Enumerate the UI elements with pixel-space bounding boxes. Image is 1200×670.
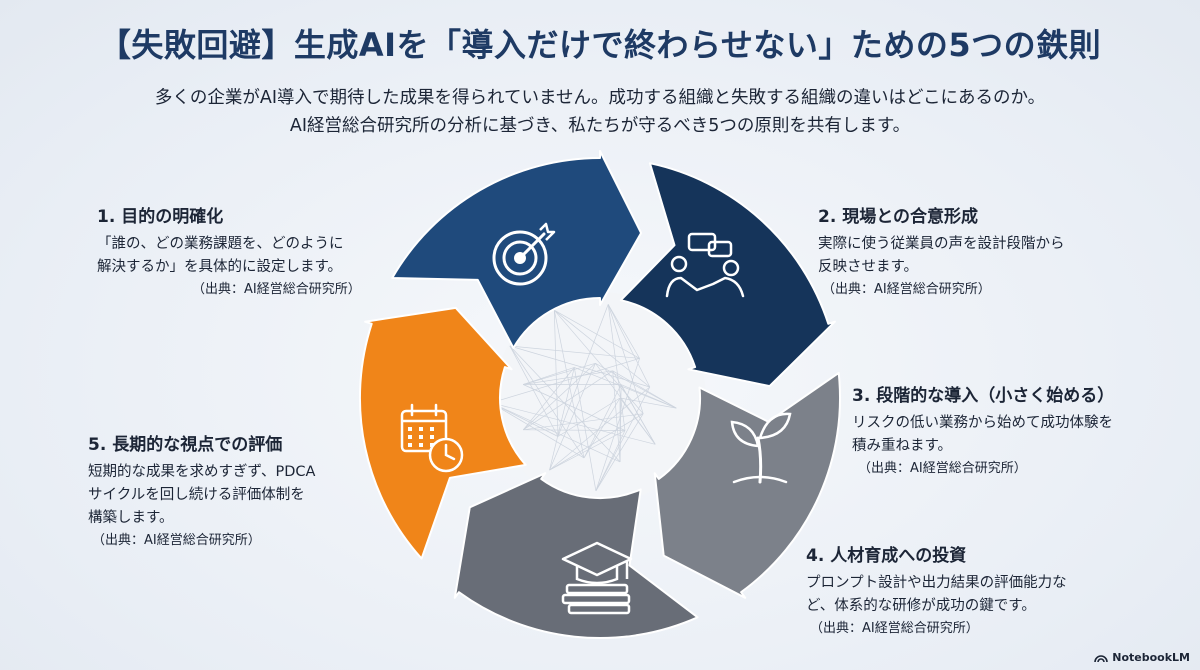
mesh-line: [549, 367, 575, 471]
target-icon: [492, 222, 556, 286]
step-5: 5. 長期的な視点での評価 短期的な成果を求めすぎず、PDCA サイクルを回し続…: [88, 430, 315, 552]
mesh-line: [523, 367, 575, 385]
mesh-line: [523, 413, 644, 431]
subtitle-line: AI経営総合研究所の分析に基づき、私たちが守るべき5つの原則を共有します。: [289, 116, 911, 136]
brand-mark: NotebookLM: [1094, 651, 1190, 664]
mesh-line: [554, 309, 644, 414]
step-text-line: 構築します。: [88, 510, 174, 526]
mesh-line: [573, 367, 597, 491]
step-text-line: 反映させます。: [818, 259, 919, 275]
step-heading: 4. 人材育成への投資: [806, 546, 967, 566]
step-text-line: リスクの低い業務から始めて成功体験を: [852, 415, 1113, 431]
mesh-line: [612, 370, 656, 445]
mesh-line: [491, 402, 656, 445]
mesh-line: [553, 310, 585, 458]
step-heading: 3. 段階的な導入（小さく始める）: [852, 386, 1115, 406]
brand-label: NotebookLM: [1112, 651, 1190, 664]
mesh-line: [574, 367, 677, 409]
mesh-line: [607, 304, 640, 359]
cycle-segment-3: [653, 371, 842, 599]
step-4: 4. 人材育成への投資 プロンプト設計や出力結果の評価能力な ど、体系的な研修が…: [806, 541, 1067, 640]
step-text-line: 短期的な成果を求めすぎず、PDCA: [88, 464, 316, 480]
step-text-line: 解決するか」を具体的に設定します。: [97, 259, 343, 275]
step-text-line: プロンプト設計や出力結果の評価能力な: [806, 575, 1067, 591]
mesh-line: [523, 429, 626, 431]
mesh-line: [490, 358, 640, 404]
mesh-line: [595, 386, 651, 492]
notebooklm-logo-icon: [1094, 654, 1109, 662]
page-title: 【失敗回避】生成AIを「導入だけで終わらせない」ための5つの鉄則: [98, 26, 1102, 64]
mesh-line: [523, 362, 596, 385]
mesh-line: [490, 402, 621, 463]
step-2: 2. 現場との合意形成 実際に使う従業員の声を設計段階から 反映させます。 （出…: [818, 202, 1065, 301]
hub-circle: [494, 292, 706, 504]
mesh-line: [523, 370, 613, 431]
step-heading: 1. 目的の明確化: [97, 207, 224, 227]
step-source: （出典：AI経営総合研究所）: [858, 461, 1027, 476]
mesh-line: [595, 358, 640, 492]
step-text-line: サイクルを回し続ける評価体制を: [88, 487, 305, 503]
mesh-line: [523, 367, 575, 431]
step-source: （出典：AI経営総合研究所）: [810, 621, 979, 636]
step-3: 3. 段階的な導入（小さく始める） リスクの低い業務から始めて成功体験を 積み重…: [852, 381, 1114, 480]
mesh-line: [509, 345, 585, 459]
mesh-line: [509, 345, 559, 437]
step-text-line: 積み重ねます。: [852, 438, 953, 454]
mesh-line: [595, 362, 677, 409]
subtitle-line: 多くの企業がAI導入で期待した成果を得られていません。成功する組織と失敗する組織…: [154, 88, 1046, 108]
mesh-line: [607, 304, 644, 414]
handshake-icon: [665, 232, 745, 298]
sprout-icon: [730, 412, 792, 484]
center-mesh-decoration: [490, 292, 706, 504]
step-text-line: ど、体系的な研修が成功の鍵です。: [806, 598, 1036, 614]
graduation-cap-icon: [561, 541, 633, 615]
mesh-line: [554, 309, 651, 388]
mesh-line: [549, 413, 644, 471]
mesh-line: [509, 345, 621, 463]
cycle-segment-5: [358, 306, 527, 560]
mesh-line: [554, 309, 640, 359]
mesh-line: [523, 363, 596, 431]
mesh-line: [549, 386, 651, 471]
mesh-line: [595, 363, 656, 445]
mesh-line: [549, 430, 626, 471]
page-subtitle: 多くの企業がAI導入で期待した成果を得られていません。成功する組織と失敗する組織…: [0, 84, 1200, 140]
mesh-line: [557, 304, 609, 437]
mesh-line: [490, 402, 559, 437]
cycle-segment-1: [391, 150, 643, 349]
step-source: （出典：AI経営総合研究所）: [822, 282, 991, 297]
mesh-line: [607, 304, 651, 388]
step-source: （出典：AI経営総合研究所）: [92, 533, 261, 548]
step-1: 1. 目的の明確化 「誰の、どの業務課題を、どのように 解決するか」を具体的に設…: [97, 202, 361, 301]
step-heading: 2. 現場との合意形成: [818, 207, 979, 227]
step-heading: 5. 長期的な視点での評価: [88, 435, 283, 455]
step-text-line: 実際に使う従業員の声を設計段階から: [818, 236, 1065, 252]
step-source: （出典：AI経営総合研究所）: [192, 282, 361, 297]
cycle-segment-4: [453, 472, 699, 640]
step-text-line: 「誰の、どの業務課題を、どのように: [97, 236, 344, 252]
mesh-line: [549, 363, 596, 471]
mesh-line: [490, 402, 585, 459]
mesh-line: [509, 345, 640, 359]
calendar-clock-icon: [400, 403, 464, 473]
